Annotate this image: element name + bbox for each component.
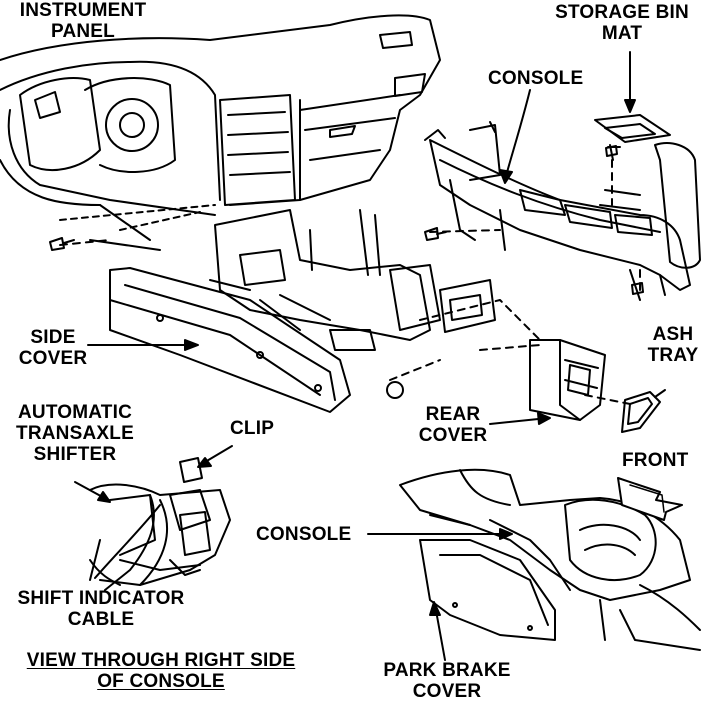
console-part — [424, 114, 701, 301]
label-instrument-panel: INSTRUMENT PANEL — [8, 0, 158, 42]
label-line: AUTOMATIC — [17, 402, 133, 423]
label-line: REAR — [425, 404, 481, 425]
label-ash-tray: ASH TRAY — [642, 324, 704, 366]
label-line: MAT — [601, 23, 643, 44]
label-console-bottom: CONSOLE — [256, 524, 352, 545]
label-line: STORAGE BIN — [555, 2, 689, 23]
alignment-lines — [59, 159, 641, 406]
label-side-cover: SIDE COVER — [18, 327, 88, 369]
label-line: COVER — [412, 681, 482, 702]
label-console-top: CONSOLE — [488, 68, 584, 89]
label-line: CABLE — [67, 609, 135, 630]
label-line: PARK BRAKE — [383, 660, 511, 681]
label-line: PANEL — [51, 21, 115, 42]
label-line: SIDE — [30, 327, 76, 348]
label-shift-indicator-cable: SHIFT INDICATOR CABLE — [4, 588, 198, 630]
label-line: TRAY — [647, 345, 699, 366]
label-line: COVER — [18, 348, 88, 369]
label-line: VIEW THROUGH RIGHT SIDE — [26, 650, 296, 671]
label-line: ASH — [652, 324, 694, 345]
label-line: COVER — [418, 425, 488, 446]
side-cover-part — [109, 267, 351, 413]
label-view-caption: VIEW THROUGH RIGHT SIDE OF CONSOLE — [4, 650, 318, 692]
label-line: OF CONSOLE — [97, 671, 225, 692]
front-arrow-icon — [617, 477, 683, 521]
label-park-brake-cover: PARK BRAKE COVER — [376, 660, 518, 702]
label-front: FRONT — [622, 450, 689, 471]
label-line: SHIFTER — [33, 444, 117, 465]
label-line: INSTRUMENT — [19, 0, 147, 21]
floor-bracket — [214, 209, 496, 351]
label-automatic-transaxle-shifter: AUTOMATIC TRANSAXLE SHIFTER — [0, 402, 150, 465]
label-rear-cover: REAR COVER — [412, 404, 494, 446]
label-line: SHIFT INDICATOR — [17, 588, 185, 609]
leader-console-top — [504, 89, 531, 181]
console-assembly-lower — [399, 468, 701, 651]
ash-tray-part — [621, 391, 661, 433]
instrument-panel — [0, 14, 441, 216]
screw-fasteners — [49, 145, 644, 399]
label-line: TRANSAXLE — [16, 423, 134, 444]
label-storage-bin-mat: STORAGE BIN MAT — [546, 2, 698, 44]
rear-cover-part — [529, 339, 606, 421]
inset-shifter-view — [89, 457, 231, 591]
label-clip: CLIP — [230, 418, 275, 439]
